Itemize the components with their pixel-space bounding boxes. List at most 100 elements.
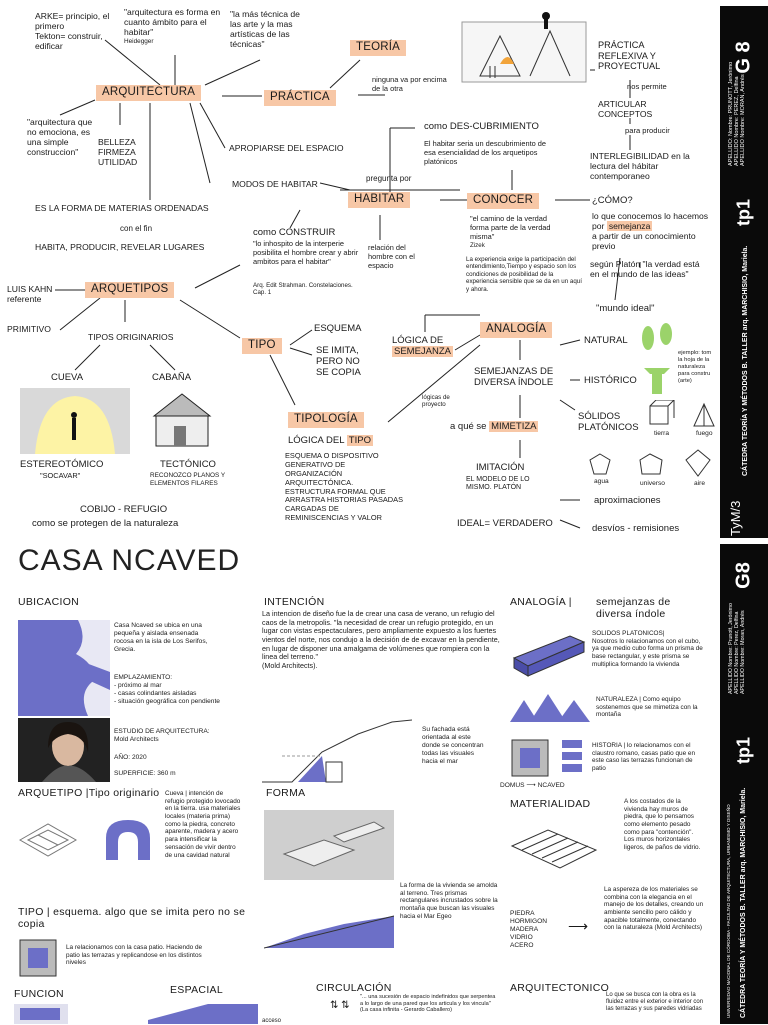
leaf-column-sketch (642, 323, 672, 394)
lo-que-text: lo que conocemos lo hacemos por (592, 211, 709, 231)
acceso-label: acceso (262, 1018, 282, 1024)
tipo-plan-sketch (19, 939, 57, 977)
protegen-label: como se protegen de la naturaleza (32, 518, 179, 529)
materialidad-text-2: La aspereza de los materiales se combina… (604, 886, 704, 932)
teoria-node: TEORÍA (350, 40, 407, 56)
nos-permite-label: nos permite (627, 82, 667, 91)
arquitectonico-text: Lo que se busca con la obra es la fluide… (606, 992, 704, 1013)
imitacion-label: IMITACIÓN (476, 462, 525, 473)
articular-label: ARTICULAR CONCEPTOS (598, 99, 653, 119)
logica-de-text: LÓGICA DE (392, 335, 444, 346)
forma-section-sketch (264, 915, 394, 949)
solidos-label: SÓLIDOS PLATÓNICOS (578, 411, 639, 433)
architect-photo (18, 718, 110, 782)
heidegger-credit: Heidegger (124, 37, 154, 45)
tipo-node: TIPO (242, 338, 282, 354)
universidad-bottom: UNIVERSIDAD NACIONAL DE CÓRDOBA - FACULT… (726, 804, 731, 1018)
casa-sheet: CASA NCAVED UBICACION Casa Ncaved se ubi… (0, 540, 730, 1024)
domus-text: DOMUS (500, 782, 525, 789)
superficie-text: SUPERFICIE: 360 m (114, 770, 176, 777)
materialidad-text-1: A los costados de la vivienda hay muros … (624, 798, 701, 852)
aire-label: aire (694, 480, 705, 487)
historico-label: HISTÓRICO (584, 375, 637, 386)
portrait-silhouette (42, 722, 96, 782)
intencion-heading: INTENCIÓN (264, 596, 325, 608)
descubrimiento-label: como DES-CUBRIMIENTO (424, 121, 539, 132)
historia-text: HISTORIA | lo relacionamos con el claust… (592, 742, 696, 773)
habitar-description: El habitar seria un descubrimiento de es… (424, 139, 547, 166)
universo-label: universo (640, 480, 665, 487)
a-partir-text: a partir de un conocimiento previo (592, 230, 696, 251)
modelo-label: EL MODELO DE LO MISMO. PLATÓN (466, 476, 530, 492)
catedra-top: CÁTEDRA TEORÍA Y MÉTODOS B. TALLER arq. … (742, 245, 749, 476)
cave-arch-sketch (106, 820, 150, 860)
sidebar-top: G 8 tp1 CÁTEDRA TEORÍA Y MÉTODOS B. TALL… (720, 6, 768, 538)
forma-ambito-quote: "arquitectura es forma en cuanto ámbito … (124, 7, 234, 45)
funcion-thumb (14, 1004, 68, 1024)
circulacion-icon: ⇅ ⇅ (330, 1000, 350, 1011)
forma-heading: FORMA (266, 787, 306, 799)
catedra-bottom: CÁTEDRA TEORÍA Y MÉTODOS B. TALLER arq. … (740, 787, 747, 1018)
ubicacion-heading: UBICACION (18, 596, 80, 608)
mimetiza-highlight: MIMETIZA (489, 421, 539, 432)
tp-label-top: tp1 (733, 199, 754, 226)
modos-label: MODOS DE HABITAR (232, 179, 318, 189)
platon-quote: según Platón "la verdad está en el mundo… (590, 259, 700, 279)
naturaleza-text: NATURALEZA | Como equipo sostenemos que … (596, 696, 698, 719)
socavar-label: "SOCAVAR" (40, 471, 81, 480)
materialidad-sketch (510, 829, 598, 869)
agua-label: agua (594, 478, 609, 485)
intencion-text: La intencion de diseño fue la de crear u… (262, 609, 500, 670)
materialidad-heading: MATERIALIDAD (510, 798, 591, 810)
sidebar-bottom: G8 tp1 APELLIDO Nombre: Prunott, Jerónim… (720, 544, 768, 1024)
desvios-label: desvíos - remisiones (592, 523, 680, 534)
cueva-label: CUEVA (51, 372, 84, 383)
circulacion-heading: CIRCULACIÓN (316, 982, 392, 994)
domus-label: DOMUS ⟶ NCAVED (500, 782, 565, 789)
materiales-arrow-icon: ⟶ (568, 918, 589, 934)
practice-sketch (461, 12, 587, 83)
mimetiza-label: a qué se MIMETIZA (450, 421, 539, 433)
logica-del-text: LÓGICA DEL (288, 435, 345, 446)
habita-label: HABITA, PRODUCIR, REVELAR LUGARES (35, 242, 205, 252)
espacial-sketch (148, 1004, 258, 1024)
practica-node: PRÁCTICA (264, 90, 336, 106)
tipo-highlight: TIPO (346, 435, 373, 446)
habitar-node: HABITAR (348, 192, 411, 208)
tym-logo: TyM/3 (728, 500, 743, 536)
natural-label: NATURAL (584, 335, 628, 346)
forma-ambito-text: "arquitectura es forma en cuanto ámbito … (124, 7, 221, 37)
materiales-list: PIEDRA HORMIGON MADERA VIDRIO ACERO (510, 910, 547, 949)
inhospito-quote: "lo inhospito de la interperie posibilit… (253, 239, 359, 266)
analogia-node: ANALOGÍA (480, 322, 553, 338)
forma-materias-label: ES LA FORMA DE MATERIAS ORDENADAS (35, 203, 209, 213)
interlegibilidad-label: INTERLEGIBILIDAD en la lectura del hábit… (590, 151, 690, 181)
como-construir-label: como CONSTRUIR (253, 227, 336, 238)
esquema-description: ESQUEMA O DISPOSITIVO GENERATIVO DE ORGA… (285, 451, 404, 523)
arquitectura-node: ARQUITECTURA (96, 85, 202, 101)
mundo-ideal-label: "mundo ideal" (596, 303, 655, 314)
domus-plan-sketch (511, 739, 582, 777)
logica-semejanza-label: LÓGICA DE SEMEJANZA (392, 335, 454, 358)
ncaved-text: NCAVED (537, 782, 565, 789)
emplazamiento-text: EMPLAZAMIENTO: - próximo al mar - casas … (114, 674, 220, 705)
tipos-originarios-label: TIPOS ORIGINARIOS (88, 332, 174, 342)
tipo-heading: TIPO | esquema. algo que se imita pero n… (18, 906, 246, 930)
luis-kahn-label: LUIS KAHN referente (7, 284, 53, 304)
arquitectonico-heading: ARQUITECTONICO (510, 982, 610, 994)
forma-aerial-sketch (264, 810, 394, 880)
cueva-text: Cueva | intención de refugio protegido l… (165, 790, 241, 859)
casa-title: CASA NCAVED (18, 544, 241, 577)
pregunta-por-label: pregunta por (366, 174, 412, 183)
no-emociona-quote: "arquitectura que no emociona, es una si… (27, 117, 93, 157)
cabana-label: CABAÑA (152, 372, 192, 383)
fachada-text: Su fachada está orientada al este donde … (422, 726, 484, 765)
relacion-note: relación del hombre con el espacio (368, 243, 415, 270)
strahman-credit: Arq. Edit Strahman. Constelaciones. Cap.… (253, 282, 353, 297)
tierra-label: tierra (654, 430, 670, 437)
forma-text: La forma de la vivienda se amolda al ter… (400, 882, 498, 920)
facade-section-sketch (262, 719, 412, 783)
arquetipos-node: ARQUETIPOS (85, 282, 175, 298)
apropiarse-label: APROPIARSE DEL ESPACIO (229, 143, 344, 153)
fuego-label: fuego (696, 430, 713, 437)
